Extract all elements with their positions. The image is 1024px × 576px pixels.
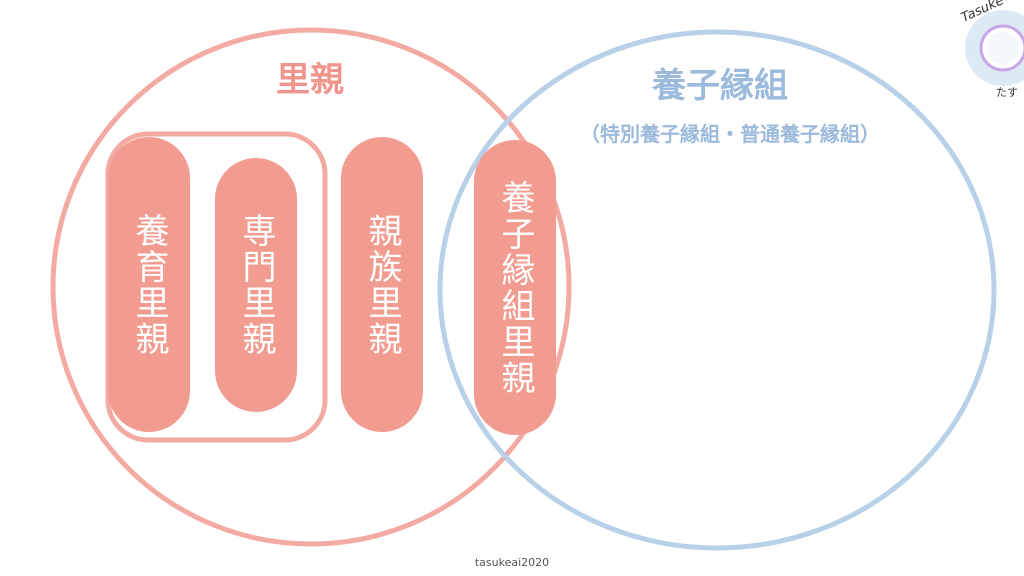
- item-kinship-foster-parent: 親族里親: [341, 137, 423, 432]
- left-set-title: 里親: [276, 60, 344, 100]
- right-set-subtitle: （特別養子縁組・普通養子縁組）: [580, 122, 880, 146]
- left-set-circle: [50, 27, 572, 547]
- right-set-title: 養子縁組: [652, 66, 788, 106]
- footer-credit: tasukeai2020: [474, 556, 550, 569]
- logo-text-bottom: たす: [996, 86, 1018, 99]
- item-adoptive-foster-parent: 養子縁組里親: [474, 140, 556, 435]
- item-label: 専門里親: [236, 213, 276, 357]
- logo: Tasuke たす: [958, 0, 1024, 100]
- item-specialized-foster-parent: 専門里親: [215, 158, 297, 412]
- item-label: 養子縁組里親: [495, 179, 535, 396]
- right-set-circle: [437, 29, 997, 551]
- item-label: 養育里親: [129, 212, 169, 357]
- item-label: 親族里親: [362, 212, 402, 357]
- logo-cloud-icon: [965, 10, 1024, 86]
- item-foster-parent: 養育里親: [108, 137, 190, 432]
